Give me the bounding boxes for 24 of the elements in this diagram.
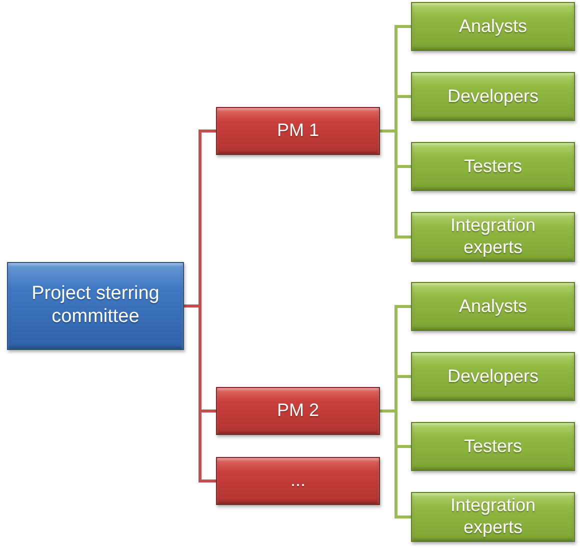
box-label: Developers xyxy=(447,86,539,108)
box-label: PM 1 xyxy=(276,120,319,142)
org-chart-box xyxy=(7,262,184,350)
org-chart-box xyxy=(411,422,575,471)
org-chart-box xyxy=(216,387,380,435)
box-label: Analysts xyxy=(458,296,528,318)
box-label: PM 2 xyxy=(276,400,319,422)
box-label: Project sterring committee xyxy=(30,283,160,329)
org-chart-box xyxy=(411,2,575,51)
box-label: ... xyxy=(290,470,306,492)
org-chart-box xyxy=(216,107,380,155)
box-label: Integration experts xyxy=(449,495,537,539)
org-chart-box xyxy=(216,457,380,505)
org-chart-box xyxy=(411,142,575,191)
org-chart-box xyxy=(411,492,575,542)
box-label: Testers xyxy=(464,156,522,178)
org-chart-box xyxy=(411,282,575,331)
box-label: Integration experts xyxy=(449,215,537,259)
org-chart-box xyxy=(411,72,575,121)
box-label: Analysts xyxy=(458,16,528,38)
org-chart-box xyxy=(411,352,575,401)
box-label: Developers xyxy=(447,366,539,388)
org-chart-box xyxy=(411,212,575,262)
box-label: Testers xyxy=(464,436,522,458)
